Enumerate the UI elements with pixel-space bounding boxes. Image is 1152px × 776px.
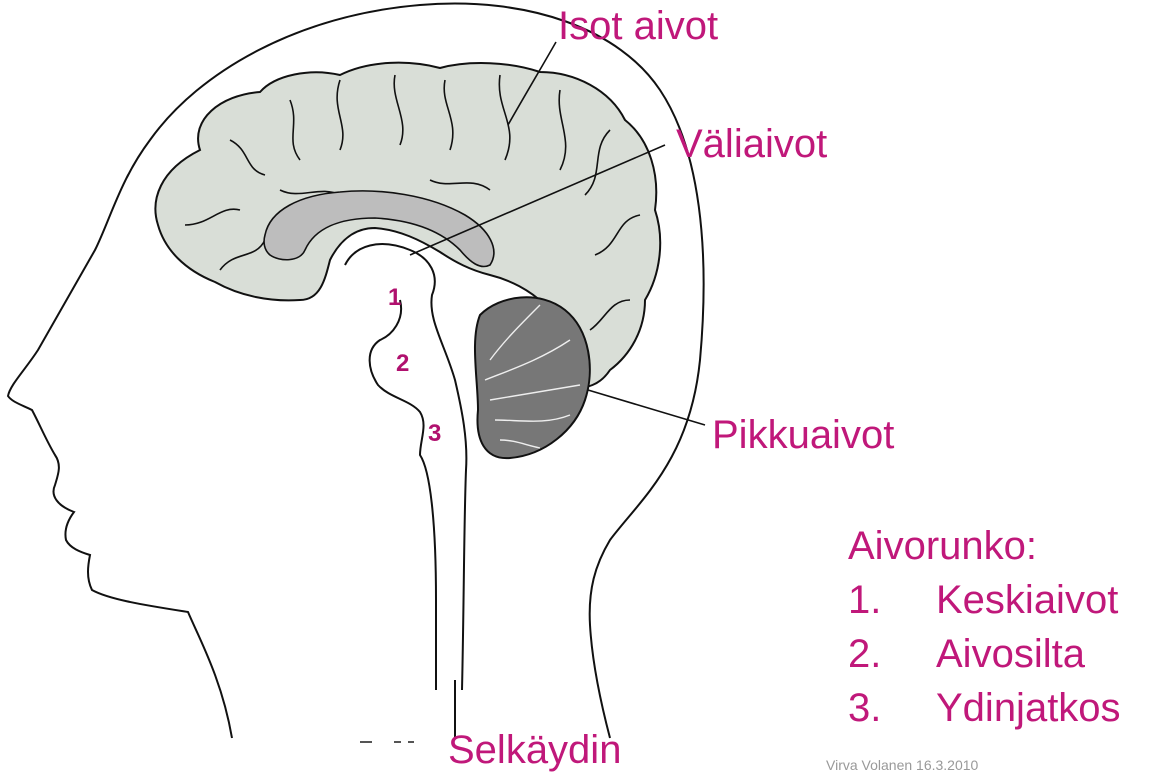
label-cerebrum: Isot aivot bbox=[558, 6, 718, 46]
author-credit: Virva Volanen 16.3.2010 bbox=[826, 758, 978, 772]
legend-number: 1. bbox=[848, 580, 936, 620]
legend-number: 2. bbox=[848, 634, 936, 674]
marker-2: 2 bbox=[396, 352, 409, 376]
brainstem bbox=[345, 244, 466, 690]
legend-text: Ydinjatkos bbox=[936, 686, 1121, 730]
legend-title: Aivorunko: bbox=[848, 526, 1037, 566]
legend-item-1: 1.Keskiaivot bbox=[848, 580, 1118, 620]
marker-1: 1 bbox=[388, 286, 401, 310]
legend-text: Aivosilta bbox=[936, 632, 1085, 676]
marker-3: 3 bbox=[428, 422, 441, 446]
cerebellum bbox=[475, 297, 590, 458]
label-diencephalon: Väliaivot bbox=[676, 124, 827, 164]
label-cerebellum: Pikkuaivot bbox=[712, 415, 894, 455]
legend-item-2: 2.Aivosilta bbox=[848, 634, 1085, 674]
legend-text: Keskiaivot bbox=[936, 578, 1118, 622]
legend-number: 3. bbox=[848, 688, 936, 728]
label-spinal-cord: Selkäydin bbox=[448, 730, 621, 770]
legend-item-3: 3.Ydinjatkos bbox=[848, 688, 1121, 728]
